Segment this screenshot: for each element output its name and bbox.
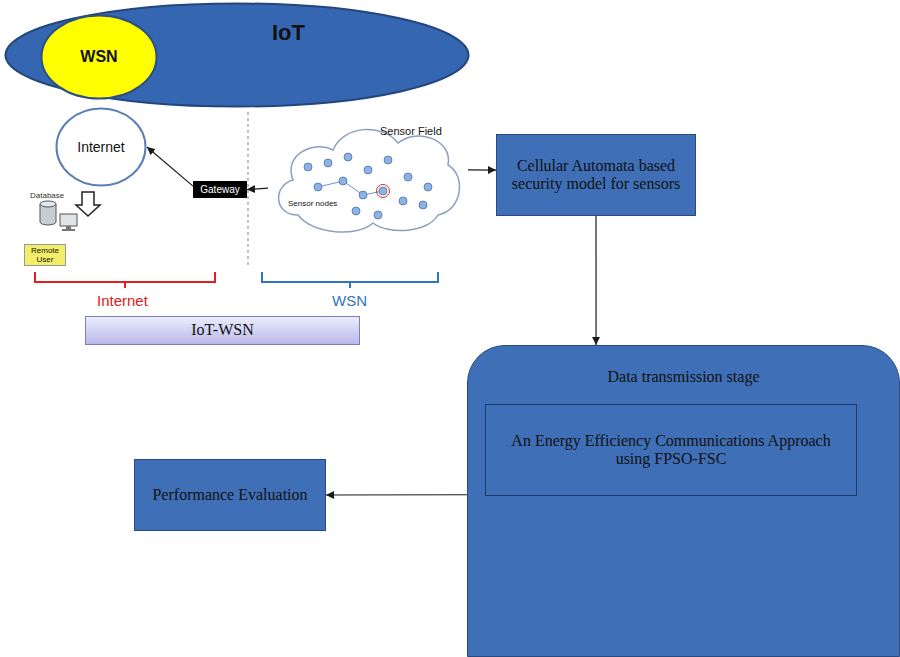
node-text: An Energy Efficiency Communications Appr… bbox=[498, 432, 844, 469]
sensor-field-cloud: Sensor FieldSensor nodes bbox=[268, 115, 468, 237]
gateway-box: Gateway bbox=[193, 181, 247, 198]
node-text: Gateway bbox=[200, 184, 239, 196]
section-label: WSN bbox=[332, 292, 367, 309]
stage-panel: Data transmission stage An Energy Efficie… bbox=[467, 345, 900, 657]
node-text: IoT bbox=[272, 20, 305, 45]
arrow-connector bbox=[326, 494, 467, 495]
wsn-bracket bbox=[262, 272, 438, 288]
arrow-connector bbox=[595, 216, 596, 345]
node-text: WSN bbox=[80, 48, 117, 66]
node-text: Internet bbox=[77, 139, 124, 155]
node-text: Remote User bbox=[27, 246, 63, 264]
node-text: IoT-WSN bbox=[191, 321, 254, 339]
arrow-connector bbox=[247, 188, 268, 189]
process-box: Performance Evaluation bbox=[134, 459, 326, 531]
iot-ellipse: IoT WSN bbox=[4, 2, 470, 108]
section-label: Internet bbox=[97, 292, 148, 309]
iot-wsn-band: IoT-WSN bbox=[85, 316, 360, 345]
process-box: Cellular Automata based security model f… bbox=[496, 134, 696, 216]
node-text: Cellular Automata based security model f… bbox=[507, 157, 685, 194]
node-text: Data transmission stage bbox=[608, 368, 760, 386]
node-text: Performance Evaluation bbox=[152, 486, 307, 504]
node-text: Sensor Field bbox=[380, 125, 442, 138]
download-arrow bbox=[76, 192, 100, 216]
node-note: Sensor nodes bbox=[288, 199, 337, 208]
arrow-connector bbox=[468, 169, 496, 170]
remote-user-box: Remote User bbox=[24, 244, 66, 266]
method-box: An Energy Efficiency Communications Appr… bbox=[485, 404, 857, 496]
internet-circle: Internet bbox=[55, 107, 147, 187]
computer-icon bbox=[60, 214, 77, 231]
database-label: Database bbox=[30, 191, 64, 200]
wsn-ellipse: WSN bbox=[40, 14, 158, 100]
internet-bracket bbox=[35, 272, 215, 288]
arrow-connector bbox=[147, 147, 193, 186]
database-icon bbox=[40, 201, 56, 225]
